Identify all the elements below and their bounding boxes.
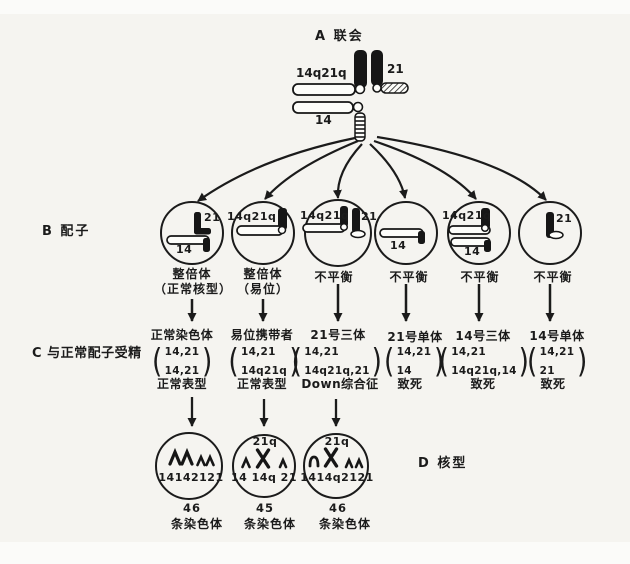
open-paren: ( bbox=[152, 341, 163, 380]
zygote-2-outcome: 正常表型 bbox=[236, 377, 288, 391]
gamete-2-status-line2: （易位） bbox=[236, 282, 290, 296]
gamete-1-chrom-b-label: 14 bbox=[176, 243, 193, 256]
zygote-5-genotype: ( 14,21 14q21q,14 ) bbox=[437, 341, 530, 381]
genotype-bottom: 14 bbox=[396, 364, 412, 377]
scan-edge-top bbox=[0, 0, 630, 14]
gamete-3-status-line1: 不平衡 bbox=[314, 270, 354, 284]
gamete-1-chrom-a-label: 21 bbox=[204, 211, 221, 224]
gamete-2-chromosomes bbox=[236, 208, 287, 236]
genotype-top: 14,21 bbox=[164, 345, 200, 358]
zygote-5-outcome: 致死 bbox=[470, 377, 496, 391]
karyotype-3-marker-label: 21q bbox=[324, 435, 350, 448]
karyotype-1-unit: 条染色体 bbox=[170, 517, 224, 531]
karyotype-2-count: 45 bbox=[255, 501, 275, 515]
gamete-to-zygote-arrows bbox=[187, 284, 555, 322]
gamete-2-status-line1: 整倍体 bbox=[243, 267, 283, 281]
gamete-6-chrom-a-label: 21 bbox=[556, 212, 573, 225]
gamete-1-status-line1: 整倍体 bbox=[172, 267, 212, 281]
zygote-1-outcome: 正常表型 bbox=[156, 377, 208, 391]
synapsis-translocation-label: 14q21q bbox=[296, 66, 347, 80]
genotype-top: 14,21 bbox=[451, 345, 486, 358]
close-paren: ) bbox=[372, 341, 383, 380]
gamete-4-chrom-a-label: 14 bbox=[390, 239, 407, 252]
karyotype-2-glyphs bbox=[241, 448, 288, 469]
synapsis-chr14-label: 14 bbox=[315, 113, 332, 127]
karyotype-3-glyphs bbox=[308, 447, 364, 469]
gamete-2-chrom-a-label: 14q21q bbox=[227, 210, 277, 223]
genotype-top: 14,21 bbox=[304, 345, 339, 358]
genotype-top: 14,21 bbox=[539, 345, 575, 358]
close-paren: ) bbox=[576, 341, 587, 380]
zygote-3-outcome: Down综合征 bbox=[301, 377, 379, 391]
zygote-to-karyotype-arrows bbox=[187, 397, 341, 427]
close-paren: ) bbox=[433, 341, 444, 380]
zygote-1-header: 正常染色体 bbox=[150, 328, 214, 342]
zygote-2-header: 易位携带者 bbox=[230, 328, 294, 342]
zygote-6-genotype: ( 14,21 21 ) bbox=[526, 341, 588, 381]
genotype-bottom: 14q21q,14 bbox=[451, 364, 517, 377]
genotype-top: 14,21 bbox=[396, 345, 432, 358]
gamete-3-chrom-a-label: 14q21q bbox=[300, 209, 350, 222]
zygote-2-genotype: ( 14,21 14q21q ) bbox=[227, 341, 301, 381]
karyotype-2-marker-label: 21q bbox=[252, 435, 278, 448]
zygote-4-header: 21号单体 bbox=[387, 330, 443, 344]
close-paren: ) bbox=[289, 341, 300, 380]
genotype-top: 14,21 bbox=[240, 345, 276, 358]
fan-arrows bbox=[197, 135, 547, 202]
gamete-4-status-line1: 不平衡 bbox=[389, 270, 429, 284]
gamete-3-chrom-b-label: 21 bbox=[361, 210, 378, 223]
section-d-label: D 核型 bbox=[418, 456, 468, 471]
genotype-bottom: 14,21 bbox=[164, 364, 200, 377]
karyotype-1-chrom-row: 14142121 bbox=[158, 471, 224, 484]
gamete-circles bbox=[160, 199, 582, 267]
gamete-5-status-line1: 不平衡 bbox=[460, 270, 500, 284]
zygote-6-header: 14号单体 bbox=[529, 329, 585, 343]
close-paren: ) bbox=[201, 341, 212, 380]
gamete-5-chromosomes bbox=[448, 208, 491, 252]
synapsis-chr21-label: 21 bbox=[387, 62, 404, 76]
gamete-1-chromosomes bbox=[166, 212, 211, 252]
zygote-3-genotype: ( 14,21 14q21q,21 ) bbox=[290, 341, 383, 381]
gamete-1-status-line2: （正常核型） bbox=[153, 282, 233, 296]
gamete-5-chrom-a-label: 14q21q bbox=[442, 209, 492, 222]
zygote-3-header: 21号三体 bbox=[310, 328, 366, 342]
karyotype-1-glyphs bbox=[168, 447, 215, 467]
genotype-bottom: 21 bbox=[539, 364, 555, 377]
gamete-6-chromosomes bbox=[546, 212, 564, 240]
section-b-label: B 配子 bbox=[42, 224, 91, 239]
section-c-label: C 与正常配子受精 bbox=[32, 346, 142, 361]
gamete-3-chromosomes bbox=[302, 206, 366, 239]
open-paren: ( bbox=[291, 341, 302, 380]
karyotype-2-chrom-row: 14 14q 21 bbox=[231, 471, 297, 484]
open-paren: ( bbox=[384, 341, 395, 380]
zygote-4-genotype: ( 14,21 14 ) bbox=[383, 341, 445, 381]
section-a-label: A 联会 bbox=[315, 29, 364, 44]
open-paren: ( bbox=[438, 341, 449, 380]
genotype-bottom: 14q21q bbox=[240, 364, 288, 377]
open-paren: ( bbox=[527, 341, 538, 380]
genotype-bottom: 14q21q,21 bbox=[304, 364, 370, 377]
gamete-6-status-line1: 不平衡 bbox=[533, 270, 573, 284]
zygote-4-outcome: 致死 bbox=[397, 377, 423, 391]
karyotype-circles bbox=[155, 432, 369, 500]
gamete-4-chromosomes bbox=[379, 228, 425, 244]
zygote-5-header: 14号三体 bbox=[455, 329, 511, 343]
close-paren: ) bbox=[519, 341, 530, 380]
karyotype-1-count: 46 bbox=[182, 501, 202, 515]
gamete-5-chrom-b-label: 14 bbox=[464, 245, 481, 258]
karyotype-3-unit: 条染色体 bbox=[318, 517, 372, 531]
open-paren: ( bbox=[228, 341, 239, 380]
zygote-6-outcome: 致死 bbox=[540, 377, 566, 391]
karyotype-2-unit: 条染色体 bbox=[243, 517, 297, 531]
synapsis-figure bbox=[292, 50, 409, 142]
karyotype-3-count: 46 bbox=[328, 501, 348, 515]
zygote-1-genotype: ( 14,21 14,21 ) bbox=[151, 341, 213, 381]
scan-edge-bottom bbox=[0, 542, 630, 564]
karyotype-3-chrom-row: 1414q2121 bbox=[300, 471, 374, 484]
